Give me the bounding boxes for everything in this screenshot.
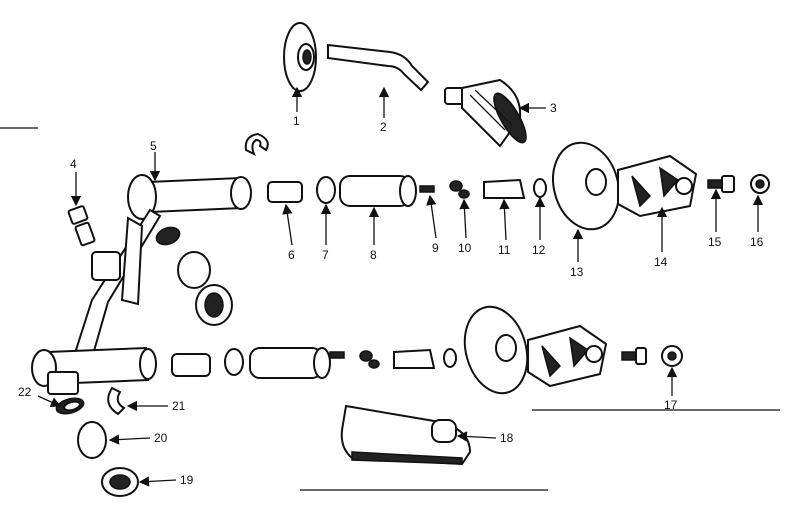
part-number-16: 16 bbox=[750, 235, 764, 249]
tub-spout bbox=[340, 404, 472, 466]
escutcheon-upper bbox=[552, 141, 620, 231]
shower-arm-flange bbox=[283, 22, 317, 92]
part-number-14: 14 bbox=[654, 255, 668, 269]
leader-lines bbox=[37, 86, 764, 487]
lower-stem-assembly bbox=[171, 347, 457, 379]
upper-stem-assembly bbox=[267, 175, 547, 207]
part-number-1: 1 bbox=[293, 114, 300, 128]
part-number-11: 11 bbox=[498, 243, 511, 257]
part-number-10: 10 bbox=[458, 241, 472, 255]
part-number-12: 12 bbox=[532, 243, 546, 257]
part-number-19: 19 bbox=[180, 473, 194, 487]
part-number-6: 6 bbox=[288, 248, 295, 262]
part-number-labels: 1 2 3 4 5 6 7 8 9 10 11 12 13 14 15 16 1… bbox=[18, 101, 764, 487]
handle-screw-lower bbox=[621, 347, 647, 365]
part-number-21: 21 bbox=[172, 399, 186, 413]
handle-upper bbox=[617, 154, 698, 218]
part-number-7: 7 bbox=[322, 248, 329, 262]
part-number-18: 18 bbox=[500, 431, 514, 445]
valve-body bbox=[31, 174, 252, 395]
seat-washers bbox=[155, 226, 233, 326]
part-number-3: 3 bbox=[550, 101, 557, 115]
handle-screw-upper bbox=[707, 175, 735, 193]
part-number-4: 4 bbox=[70, 157, 77, 171]
plug-fitting bbox=[67, 205, 96, 247]
part-number-22: 22 bbox=[18, 385, 32, 399]
index-button-lower bbox=[661, 345, 683, 367]
shower-arm bbox=[327, 43, 430, 92]
part-number-8: 8 bbox=[370, 248, 377, 262]
part-number-2: 2 bbox=[380, 120, 387, 134]
part-number-13: 13 bbox=[570, 265, 584, 279]
escutcheon-lower bbox=[463, 305, 529, 395]
part-number-20: 20 bbox=[154, 431, 168, 445]
handle-lower bbox=[527, 324, 608, 388]
part-number-5: 5 bbox=[150, 139, 157, 153]
shower-head bbox=[444, 78, 527, 148]
index-button-upper bbox=[750, 174, 770, 194]
baseline-rules bbox=[0, 127, 780, 491]
retaining-clip-upper bbox=[244, 132, 269, 157]
part-number-9: 9 bbox=[432, 241, 439, 255]
part-number-15: 15 bbox=[708, 235, 722, 249]
part-number-17: 17 bbox=[664, 398, 678, 412]
bottom-left-parts bbox=[55, 386, 139, 497]
